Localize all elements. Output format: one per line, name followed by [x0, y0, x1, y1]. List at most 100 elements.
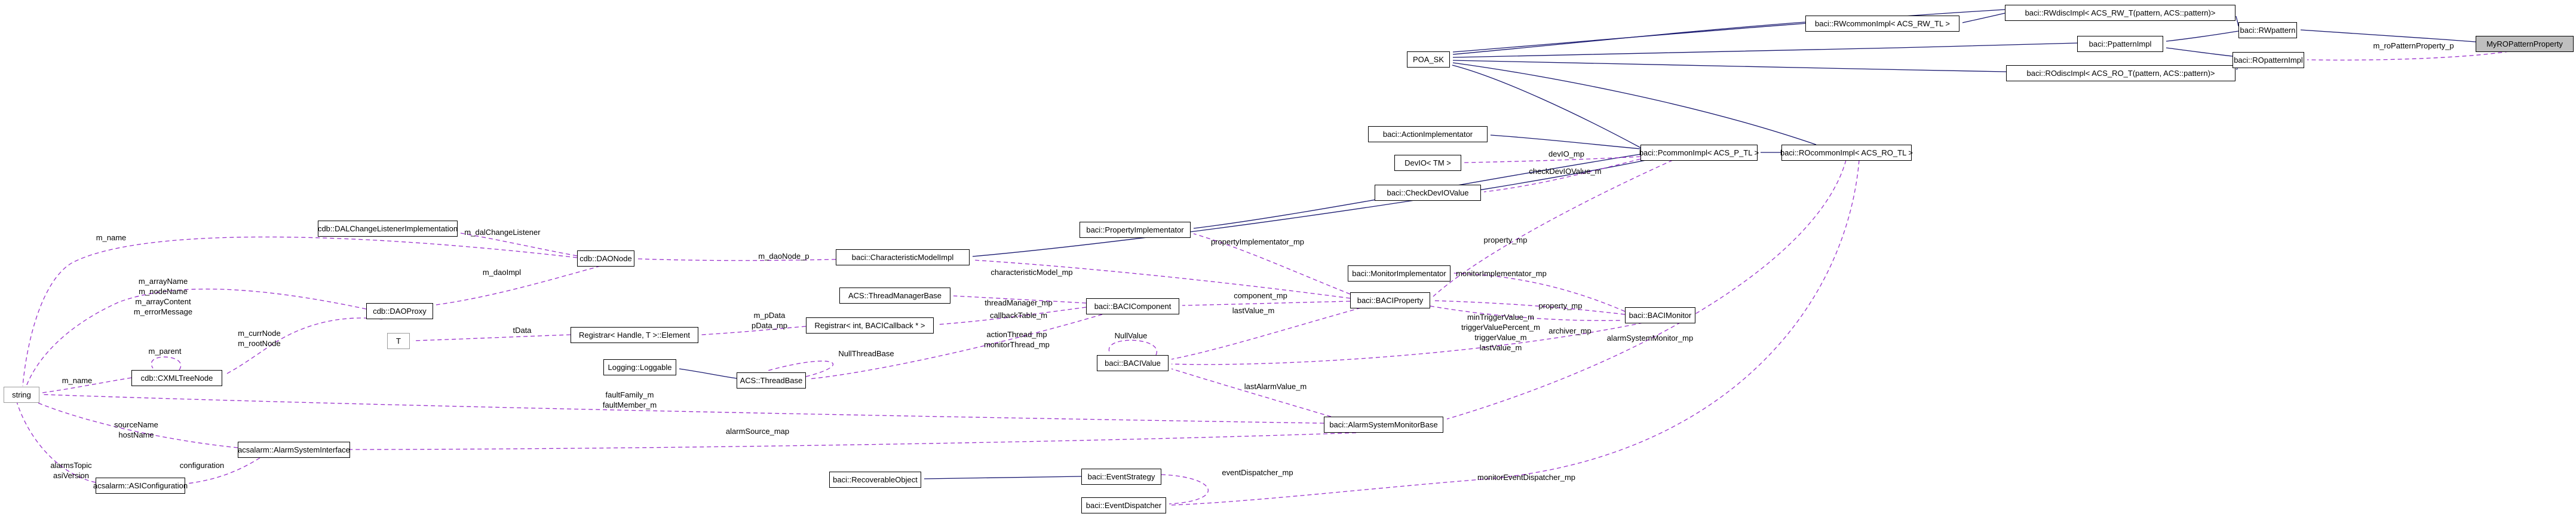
- class-node-threadmanagerbase[interactable]: ACS::ThreadManagerBase: [839, 288, 950, 304]
- edge-label-callbacktable-m: callbackTable_m: [989, 311, 1048, 320]
- edge-threadbase-loggable: [679, 368, 737, 379]
- class-node-ppatternimpl[interactable]: baci::PpatternImpl: [2077, 36, 2163, 52]
- class-node-devio[interactable]: DevIO< TM >: [1394, 155, 1461, 171]
- class-node-characteristicmodelimpl[interactable]: baci::CharacteristicModelImpl: [836, 249, 970, 265]
- edge-bacicomponent-threadmgr: [953, 295, 1087, 304]
- edge-baciproperty-charmodel: [972, 259, 1351, 299]
- edge-myro-ropattern: [2307, 51, 2510, 61]
- edge-pcommon-actionimpl: [1490, 134, 1641, 149]
- edge-label-nullvalue: NullValue: [1114, 331, 1148, 340]
- edge-pcommon-checkdevio: [1483, 158, 1641, 192]
- edge-label-configuration: configuration: [179, 461, 225, 470]
- edge-eventstrategy-eventdispatcher: [1161, 474, 1209, 504]
- edge-label-component-mp: component_mp: [1234, 291, 1287, 300]
- class-node-alarmsystemmonitorbase[interactable]: baci::AlarmSystemMonitorBase: [1324, 417, 1443, 433]
- edge-alarmmon-asi: [343, 432, 1357, 450]
- class-node-loggable[interactable]: Logging::Loggable: [603, 359, 676, 375]
- edge-rwpattern-rwdisc: [2235, 16, 2239, 27]
- edge-label-property-mp-upper: property_mp: [1483, 236, 1528, 244]
- edge-bacimonitor-monitorimpl: [1453, 273, 1626, 312]
- edge-baciproperty-bacimonitor: [1430, 305, 1623, 321]
- class-node-monitorimplementator[interactable]: baci::MonitorImplementator: [1348, 265, 1450, 282]
- edge-threadbase-self: [765, 360, 834, 377]
- edge-rwcommon-poa: [1452, 22, 1806, 55]
- class-node-poa-sk[interactable]: POA_SK: [1407, 51, 1450, 68]
- class-node-actionimplementator[interactable]: baci::ActionImplementator: [1368, 126, 1488, 142]
- edge-label-characteristicmodel-mp: characteristicModel_mp: [990, 268, 1073, 277]
- edge-label-lastvalue-m: lastValue_m: [1232, 306, 1275, 315]
- edge-bacimonitor-baciproperty: [1433, 300, 1626, 315]
- edge-label-checkdeviovalue-m: checkDevIOValue_m: [1529, 167, 1602, 176]
- edge-label-archiver-mp: archiver_mp: [1548, 326, 1591, 335]
- edge-label-m-daoimpl: m_daoImpl: [482, 268, 522, 277]
- class-node-threadbase[interactable]: ACS::ThreadBase: [737, 372, 806, 389]
- edge-rwdisc-rwcommon: [1962, 13, 2005, 23]
- edge-registrar-element: [701, 326, 806, 335]
- class-node-dalchangelistenerimplementation[interactable]: cdb::DALChangeListenerImplementation: [318, 221, 458, 237]
- edge-baciproperty-propimpl: [1193, 233, 1351, 295]
- edge-label-alarmsource-map: alarmSource_map: [725, 427, 790, 436]
- edge-alarmmon-string: [42, 394, 1324, 424]
- class-node-rwpattern[interactable]: baci::RWpattern: [2238, 22, 2297, 38]
- class-node-bacimonitor[interactable]: baci::BACIMonitor: [1625, 307, 1695, 323]
- edge-baciproperty-bacivalue: [1171, 307, 1361, 360]
- edge-rwpattern-ppattern: [2166, 30, 2239, 42]
- class-node-rodiscimpl[interactable]: baci::ROdiscImpl< ACS_RO_T(pattern, ACS:…: [2006, 65, 2235, 81]
- class-node-baciproperty[interactable]: baci::BACIProperty: [1350, 292, 1430, 308]
- edge-ropattern-ppattern: [2166, 47, 2233, 57]
- edge-rocommon-eventdispatcher: [1170, 160, 1860, 506]
- class-node-registrar-int-bacicallback[interactable]: Registrar< int, BACICallback * >: [806, 317, 934, 334]
- edge-pcommon-baciproperty: [1433, 160, 1673, 297]
- edge-daoproxy-string: [26, 288, 367, 387]
- class-node-daoproxy[interactable]: cdb::DAOProxy: [366, 303, 433, 319]
- edge-cxml-self: [151, 356, 182, 371]
- edge-ppattern-poa: [1452, 42, 2078, 58]
- edge-daonode-dalchange: [460, 233, 578, 256]
- edge-bacivalue-self: [1108, 340, 1158, 356]
- edge-element-t: [412, 334, 571, 341]
- edge-label-lastalarmvalue-m: lastAlarmValue_m: [1244, 382, 1307, 391]
- class-node-rwcommonimpl[interactable]: baci::RWcommonImpl< ACS_RW_TL >: [1805, 16, 1959, 32]
- edge-alarmmon-bacivalue: [1171, 368, 1332, 417]
- class-node-alarmsysteminterface[interactable]: acsalarm::AlarmSystemInterface: [238, 442, 350, 458]
- class-node-rwdiscimpl[interactable]: baci::RWdiscImpl< ACS_RW_T(pattern, ACS:…: [2005, 5, 2235, 21]
- class-node-myropatternproperty: MyROPatternProperty: [2476, 36, 2574, 52]
- edge-label-fault-family-member: faultFamily_m faultMember_m: [602, 390, 657, 409]
- class-node-asiconfiguration[interactable]: acsalarm::ASIConfiguration: [93, 478, 188, 494]
- edge-asiconfig-string: [16, 401, 96, 483]
- edge-label-alarmstopic-asiversion: alarmsTopic asiVersion: [50, 461, 92, 480]
- edge-daoproxy-cxml: [225, 317, 383, 375]
- class-node-rocommonimpl[interactable]: baci::ROcommonImpl< ACS_RO_TL >: [1780, 145, 1913, 161]
- edge-cxml-string: [42, 377, 132, 393]
- class-node-recoverableobject[interactable]: baci::RecoverableObject: [829, 472, 921, 488]
- edge-charmodel-daonode: [637, 258, 836, 261]
- class-node-pcommonimpl[interactable]: baci::PcommonImpl< ACS_P_TL >: [1639, 145, 1759, 161]
- edge-label-m-name-daonode: m_name: [96, 233, 127, 242]
- edge-pcommon-devio: [1464, 156, 1641, 163]
- class-node-daonode[interactable]: cdb::DAONode: [577, 250, 634, 267]
- edge-label-monitorimplementator-mp: monitorImplementator_mp: [1456, 269, 1547, 278]
- edge-label-propertyimplementator-mp: propertyImplementator_mp: [1210, 237, 1305, 246]
- class-node-propertyimplementator[interactable]: baci::PropertyImplementator: [1080, 222, 1191, 238]
- edge-label-m-daonode-p: m_daoNode_p: [758, 252, 809, 261]
- edge-pcommon-charmodel: [972, 160, 1646, 257]
- class-node-checkdeviovalue[interactable]: baci::CheckDevIOValue: [1375, 185, 1481, 201]
- class-node-bacivalue[interactable]: baci::BACIValue: [1097, 355, 1169, 371]
- class-node-string: string: [4, 387, 39, 403]
- edge-rocommon-alarmmon: [1446, 160, 1847, 420]
- edge-label-eventdispatcher-mp: eventDispatcher_mp: [1222, 468, 1293, 477]
- edge-label-alarmsystemmonitor-mp: alarmSystemMonitor_mp: [1606, 334, 1694, 343]
- class-node-eventstrategy[interactable]: baci::EventStrategy: [1081, 469, 1161, 485]
- class-node-ropatternimpl[interactable]: baci::ROpatternImpl: [2232, 52, 2304, 68]
- edge-baciproperty-bacicomponent: [1182, 301, 1351, 306]
- edge-label-threadmanager-mp: threadManager_mp: [985, 298, 1053, 307]
- class-node-eventdispatcher[interactable]: baci::EventDispatcher: [1081, 497, 1166, 513]
- edge-asi-string: [33, 400, 238, 448]
- class-node-cxmltreenode[interactable]: cdb::CXMLTreeNode: [131, 370, 222, 386]
- edge-label-tdata: tData: [513, 326, 532, 335]
- edge-label-dao-strings: m_arrayName m_nodeName m_arrayContent m_…: [133, 277, 193, 316]
- class-node-bacicomponent[interactable]: baci::BACIComponent: [1086, 298, 1179, 314]
- class-node-registrar-element[interactable]: Registrar< Handle, T >::Element: [571, 327, 698, 343]
